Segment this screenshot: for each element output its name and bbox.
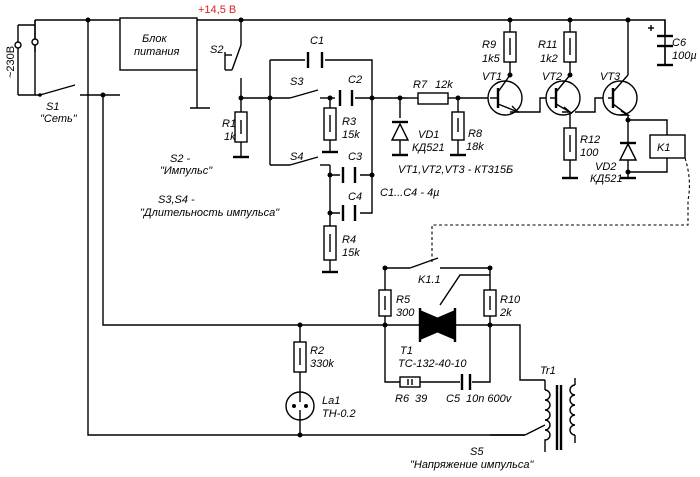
r9-value: 1k5: [482, 53, 501, 65]
capacitor-c5: [460, 374, 472, 390]
vd2-type: КД521: [590, 173, 623, 185]
note-s34-desc: "Длительность импульса": [140, 207, 280, 219]
c1-id: C1: [310, 35, 324, 47]
relay-mechanical-link: [431, 157, 691, 262]
s1-name: "Сеть": [40, 113, 78, 125]
c4-id: C4: [348, 191, 362, 203]
transistor-vt3: [602, 74, 638, 116]
r12-id: R12: [580, 134, 600, 146]
vt1-id: VT1: [482, 71, 502, 83]
capacitor-c3: [341, 167, 357, 183]
c6-value: 100µ: [672, 50, 697, 62]
power-block-line2: питания: [134, 46, 179, 58]
mains-input: [14, 20, 39, 60]
r11-id: R11: [538, 39, 557, 51]
diode-vd2: [618, 135, 638, 161]
s5-id: S5: [470, 446, 484, 458]
r6-id: R6: [395, 393, 410, 405]
s2-id: S2: [210, 44, 223, 56]
vd2-id: VD2: [595, 161, 616, 173]
capacitor-c1: [306, 52, 324, 68]
r10-id: R10: [500, 294, 521, 306]
c6-id: C6: [672, 37, 687, 49]
diode-vd1: [390, 120, 410, 141]
vt2-id: VT2: [542, 71, 562, 83]
switch-s2: [224, 44, 242, 71]
vd1-id: VD1: [418, 129, 439, 141]
c2-id: C2: [348, 74, 362, 86]
c5-value: 10n 600v: [466, 393, 513, 405]
thyristor-t1: [418, 274, 490, 342]
r2-value: 330k: [310, 358, 334, 370]
r5-value: 300: [396, 307, 415, 319]
ground-symbols: [233, 63, 673, 274]
s3-id: S3: [290, 76, 304, 88]
mains-voltage-label: ~230В: [5, 46, 17, 78]
neon-lamp-la1: [285, 391, 315, 421]
capacitor-c6: [648, 20, 673, 65]
note-transistors: VT1,VT2,VT3 - КТ315Б: [398, 164, 513, 176]
r1-value: 1k: [224, 131, 236, 143]
r7-value: 12k: [435, 79, 453, 91]
r11-value: 1k2: [540, 53, 558, 65]
s1-id: S1: [46, 101, 59, 113]
r5-id: R5: [396, 294, 411, 306]
power-block: [119, 17, 198, 71]
transistor-vt1: [487, 74, 523, 116]
r2-id: R2: [310, 345, 324, 357]
supply-voltage-label: +14,5 В: [198, 4, 236, 16]
r3-value: 15k: [342, 129, 360, 141]
c5-id: C5: [446, 393, 461, 405]
tr1-id: Tr1: [540, 365, 556, 377]
transformer-tr1: [544, 378, 576, 450]
note-capacitors: C1...C4 - 4µ: [380, 187, 440, 199]
vd1-type: КД521: [412, 142, 445, 154]
r4-value: 15k: [342, 247, 360, 259]
r10-value: 2k: [499, 307, 512, 319]
resistor-r6: [399, 376, 421, 388]
r12-value: 100: [580, 147, 599, 159]
transistor-vt2: [545, 74, 581, 116]
s4-id: S4: [290, 151, 303, 163]
r4-id: R4: [342, 234, 356, 246]
note-s2-label: S2 -: [170, 153, 191, 165]
relay-contact-k1-1: [409, 257, 439, 269]
power-block-line1: Блок: [142, 33, 167, 45]
r6-value: 39: [415, 393, 427, 405]
s5-name: "Напряжение импульса": [410, 459, 534, 471]
r7-id: R7: [413, 79, 428, 91]
r8-id: R8: [468, 128, 483, 140]
r8-value: 18k: [466, 141, 484, 153]
k1-id: K1: [657, 142, 670, 154]
capacitor-c4: [341, 205, 357, 221]
r9-id: R9: [482, 39, 496, 51]
switch-s3: [289, 89, 319, 99]
r1-id: R1: [222, 118, 236, 130]
relay-k1: [649, 134, 686, 159]
capacitor-c2: [338, 90, 354, 106]
switch-s1: [38, 84, 76, 97]
r3-id: R3: [342, 116, 357, 128]
note-s2-desc: "Импульс": [160, 165, 213, 177]
la1-id: La1: [322, 395, 340, 407]
t1-type: ТС-132-40-10: [398, 358, 467, 370]
la1-type: ТН-0.2: [322, 408, 356, 420]
c3-id: C3: [348, 151, 363, 163]
k1-contact-id: K1.1: [418, 274, 441, 286]
vt3-id: VT3: [600, 71, 621, 83]
junction-dots: [85, 17, 631, 438]
switch-s4: [289, 156, 319, 166]
t1-id: T1: [400, 345, 413, 357]
resistor-r7: [417, 92, 449, 105]
note-s34-label: S3,S4 -: [158, 194, 195, 206]
